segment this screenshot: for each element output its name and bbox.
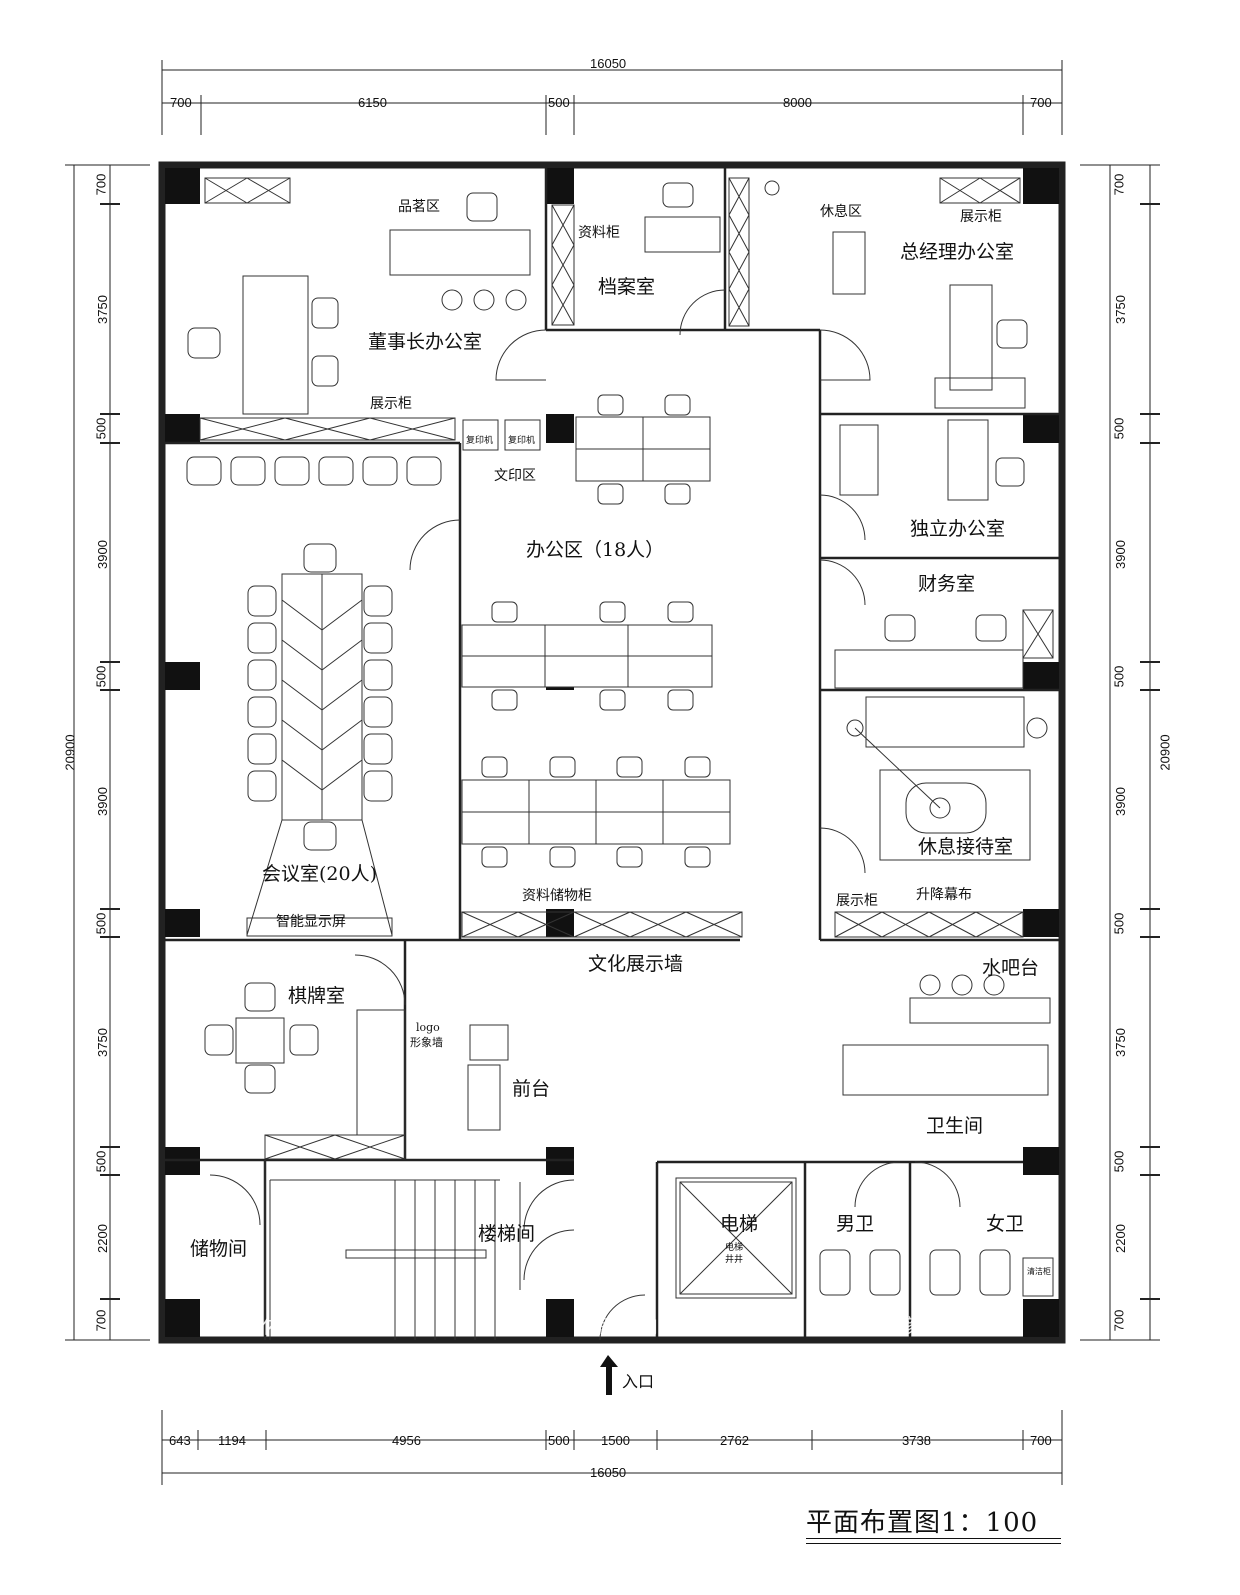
dim-right-seg: 500: [1111, 417, 1127, 440]
label-tea-area: 品茗区: [398, 199, 440, 215]
dim-bottom-seg: 4956: [392, 1433, 421, 1448]
dim-left-seg: 500: [93, 417, 109, 440]
label-culture-wall: 文化展示墙: [588, 953, 684, 975]
dim-right-seg: 500: [1111, 912, 1127, 935]
label-copier-1: 复印机: [466, 436, 494, 446]
watermark: 佑颜室内设计: [262, 1316, 382, 1338]
chairs: [186, 182, 1028, 1094]
outer-wall: [158, 161, 1066, 1344]
meeting-table: [246, 573, 393, 937]
dim-right-seg: 700: [1111, 173, 1127, 196]
title-underline-1: [806, 1538, 1061, 1539]
label-womens-room: 女卫: [986, 1213, 1025, 1235]
cabinets: [199, 177, 1054, 1160]
dim-bottom-seg: 2762: [720, 1433, 749, 1448]
dim-left-seg: 3900: [94, 540, 110, 569]
label-file-cabinet: 资料柜: [578, 225, 620, 241]
dim-bottom-seg: 1500: [601, 1433, 630, 1448]
dim-top-seg: 700: [170, 95, 192, 110]
title-underline-2: [806, 1543, 1061, 1544]
label-office-area: 办公区（18人）: [526, 539, 665, 561]
label-private-office: 独立办公室: [910, 518, 1006, 540]
label-lounge: 休息接待室: [918, 836, 1014, 858]
label-meeting-room: 会议室(20人): [262, 863, 378, 885]
label-chairman-office: 董事长办公室: [368, 331, 483, 353]
watermark: 佑颜室内设计: [884, 1316, 1004, 1338]
label-restroom: 卫生间: [926, 1115, 984, 1137]
dim-top-overall: 16050: [590, 56, 627, 71]
dim-right-seg: 3750: [1112, 1028, 1128, 1057]
label-water-bar: 水吧台: [982, 957, 1040, 979]
dim-top-seg: 500: [548, 95, 570, 110]
label-display-cabinet-2: 展示柜: [960, 209, 1002, 225]
label-logo: logo: [416, 1021, 440, 1034]
dim-left-overall: 20900: [62, 734, 78, 771]
label-storage-room: 储物间: [190, 1238, 248, 1260]
watermark: 佑颜室内设计: [578, 1316, 698, 1338]
entrance-label: 入口: [622, 1372, 655, 1391]
dim-top-seg: 700: [1030, 95, 1052, 110]
label-display-cabinet-3: 展示柜: [836, 893, 878, 909]
door-swings: [209, 289, 961, 1341]
dim-top-seg: 6150: [358, 95, 387, 110]
dim-bottom-seg: 1194: [218, 1433, 246, 1448]
workstations: [461, 416, 731, 845]
label-display-cabinet-1: 展示柜: [370, 396, 412, 412]
dim-left-seg: 700: [93, 1309, 109, 1332]
label-finance-room: 财务室: [918, 573, 976, 595]
dim-right-seg: 700: [1111, 1309, 1127, 1332]
label-copier-2: 复印机: [508, 436, 536, 446]
dim-left-seg: 3750: [94, 1028, 110, 1057]
label-gm-office: 总经理办公室: [900, 241, 1015, 263]
dim-bottom-seg: 500: [548, 1433, 570, 1448]
dim-right-seg: 3750: [1112, 295, 1128, 324]
dim-bottom-seg: 643: [169, 1433, 191, 1448]
dim-right-seg: 2200: [1112, 1224, 1128, 1253]
dim-bottom-overall: 16050: [590, 1465, 627, 1480]
label-print-area: 文印区: [494, 468, 536, 484]
plan-title: 平面布置图1：100: [806, 1508, 1039, 1538]
label-image-wall: 形象墙: [410, 1036, 443, 1049]
dim-top-seg: 8000: [783, 95, 812, 110]
label-elevator-sub-2: 井井: [725, 1255, 744, 1265]
entrance-arrow-shape: [600, 1355, 618, 1395]
dim-right-seg: 3900: [1112, 787, 1128, 816]
label-storage-cabinet: 资料储物柜: [522, 888, 592, 904]
label-elevator-sub-1: 电梯: [725, 1243, 744, 1253]
dim-right-seg: 500: [1111, 665, 1127, 688]
dim-left-seg: 3900: [94, 787, 110, 816]
round-fixtures: [441, 180, 1048, 996]
label-smart-screen: 智能显示屏: [276, 914, 346, 930]
label-elevator: 电梯: [720, 1213, 759, 1235]
dim-bottom-seg: 3738: [902, 1433, 931, 1448]
dim-left-seg: 3750: [94, 295, 110, 324]
dim-left-seg: 500: [93, 912, 109, 935]
label-mens-room: 男卫: [836, 1213, 875, 1235]
interior-walls: [165, 168, 1062, 1340]
label-rest-area: 休息区: [820, 204, 862, 220]
dim-right-overall: 20900: [1157, 734, 1173, 771]
dim-left-seg: 500: [93, 1150, 109, 1173]
label-lift-screen: 升降幕布: [916, 887, 972, 903]
dim-left-seg: 700: [93, 173, 109, 196]
dim-right-seg: 3900: [1112, 540, 1128, 569]
desks: [235, 216, 1054, 1340]
dim-left-seg: 2200: [94, 1224, 110, 1253]
dim-bottom-seg: 700: [1030, 1433, 1052, 1448]
label-archive-room: 档案室: [598, 276, 656, 298]
dim-left-seg: 500: [93, 665, 109, 688]
dim-right-seg: 500: [1111, 1150, 1127, 1173]
label-stairwell: 楼梯间: [478, 1223, 536, 1245]
label-cleaning: 清洁柜: [1027, 1267, 1051, 1276]
label-chess-room: 棋牌室: [288, 985, 346, 1007]
label-reception: 前台: [512, 1078, 551, 1100]
